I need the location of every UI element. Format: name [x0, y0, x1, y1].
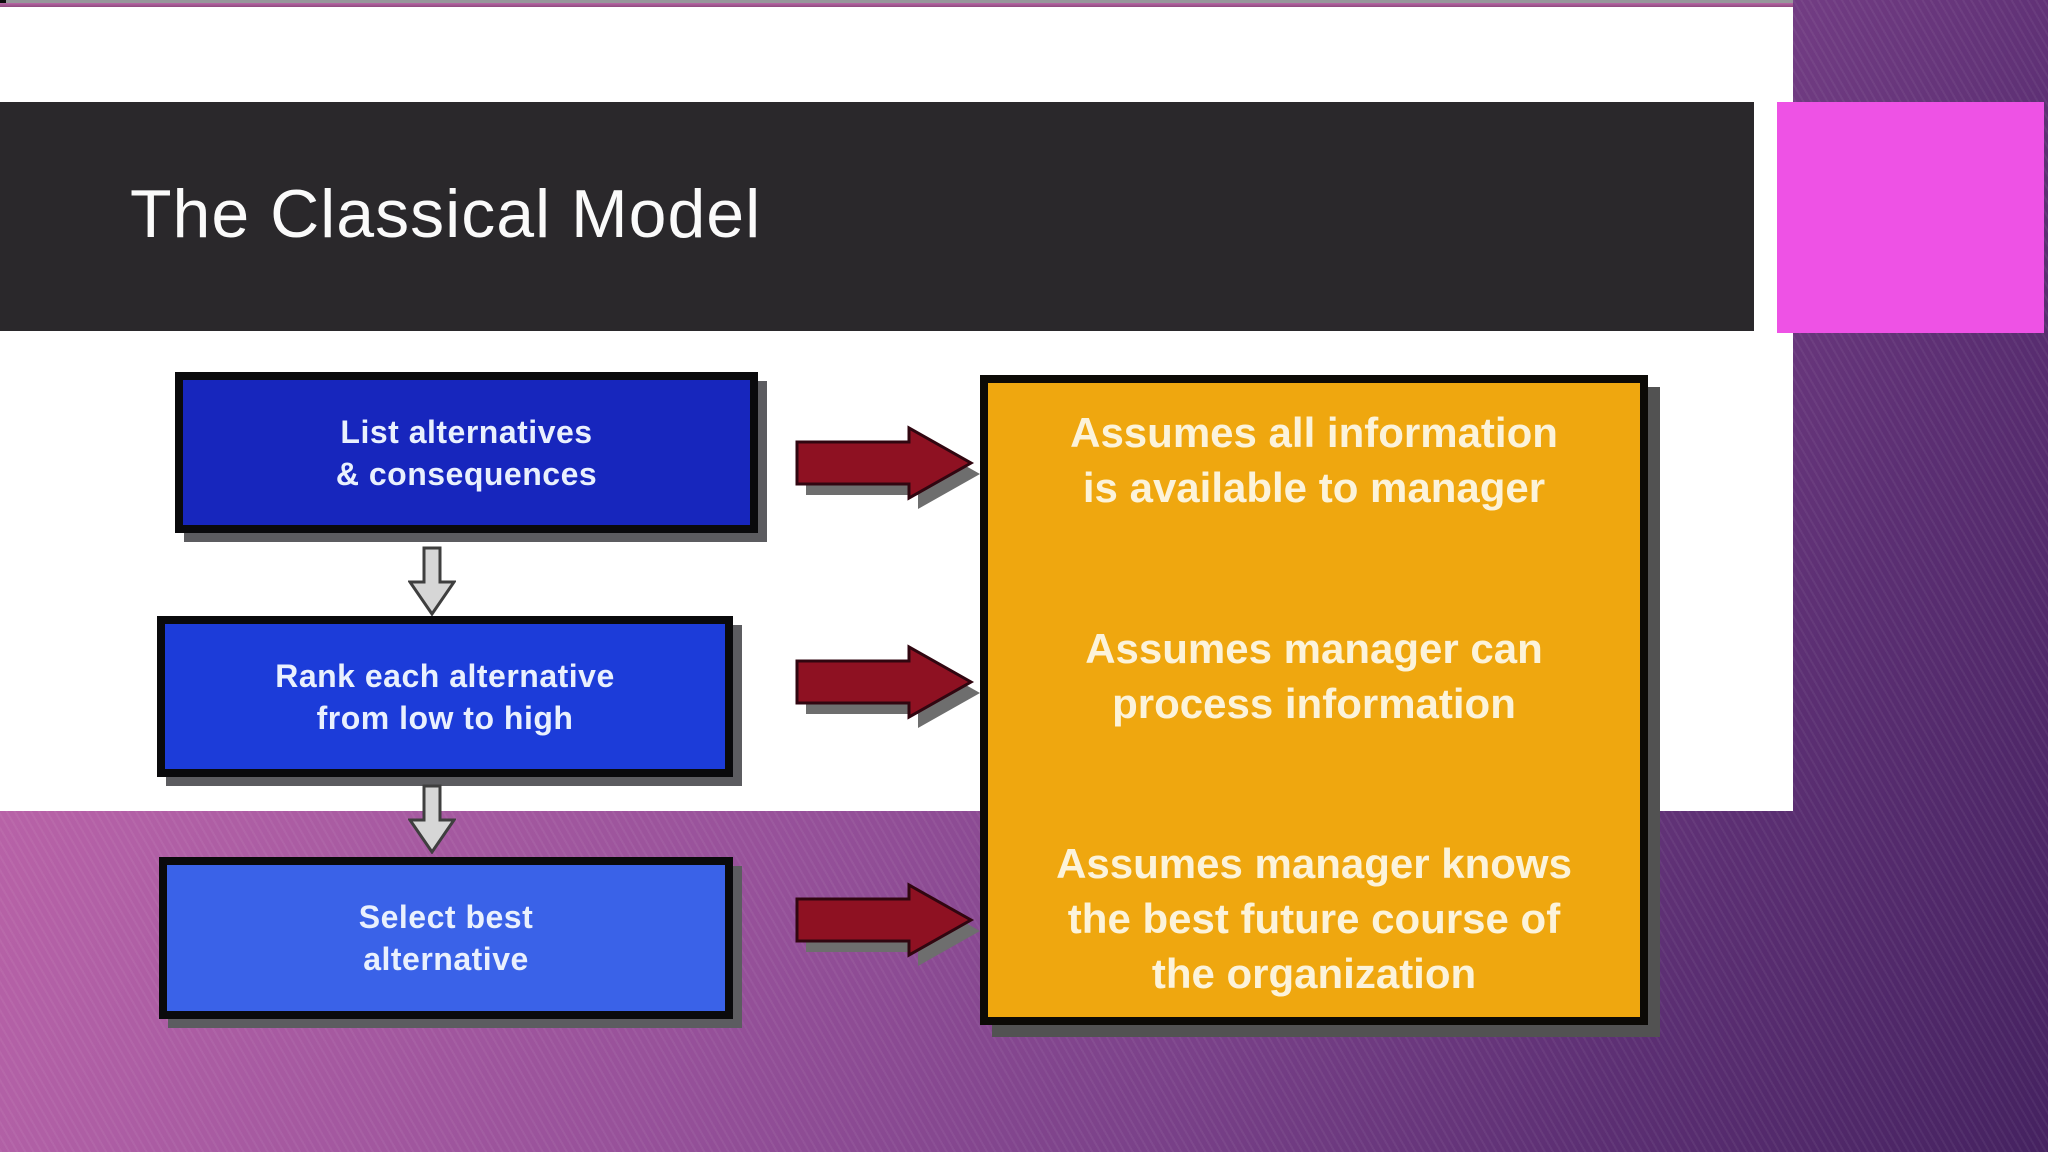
right-arrow-icon	[795, 644, 980, 728]
assumption-line: the organization	[1151, 950, 1477, 997]
assumption-item: Assumes manager knows the best future co…	[996, 836, 1632, 1001]
right-arrow-icon	[795, 882, 980, 966]
flow-step-select-best: Select best alternative	[159, 857, 733, 1019]
assumption-line: is available to manager	[1082, 464, 1546, 511]
flow-step-line: alternative	[363, 941, 529, 977]
assumption-line: process information	[1112, 679, 1516, 727]
right-arrow-shape	[795, 882, 975, 958]
right-arrow-shape	[795, 425, 975, 501]
separator-purple-strip	[0, 0, 1793, 7]
assumption-line: Assumes all information	[1070, 409, 1558, 456]
flow-step-line: Rank each alternative	[275, 657, 615, 694]
down-arrow-icon	[408, 784, 456, 854]
assumption-line: Assumes manager knows	[1056, 840, 1572, 887]
down-arrow-shape	[408, 784, 456, 854]
flow-step-line: List alternatives	[340, 413, 593, 450]
flow-step-line: from low to high	[316, 699, 574, 736]
flow-step-line: Select best	[358, 899, 534, 935]
flow-step-line: & consequences	[335, 455, 598, 492]
title-bar: The Classical Model	[0, 102, 1754, 331]
assumption-item: Assumes all information is available to …	[996, 405, 1632, 515]
pink-accent-rect	[1777, 102, 2044, 333]
page-title: The Classical Model	[130, 175, 762, 252]
assumption-item: Assumes manager can process information	[996, 621, 1632, 731]
down-arrow-icon	[408, 546, 456, 616]
assumption-line: the best future course of	[1067, 895, 1561, 942]
assumptions-box: Assumes all information is available to …	[980, 375, 1648, 1025]
right-arrow-icon	[795, 425, 980, 509]
assumption-line: Assumes manager can	[1085, 624, 1543, 672]
flow-step-rank-alternatives: Rank each alternative from low to high	[157, 616, 733, 777]
flow-step-list-alternatives: List alternatives & consequences	[175, 372, 758, 533]
right-arrow-shape	[795, 644, 975, 720]
separator-gray-line	[6, 0, 1793, 3]
down-arrow-shape	[408, 546, 456, 616]
